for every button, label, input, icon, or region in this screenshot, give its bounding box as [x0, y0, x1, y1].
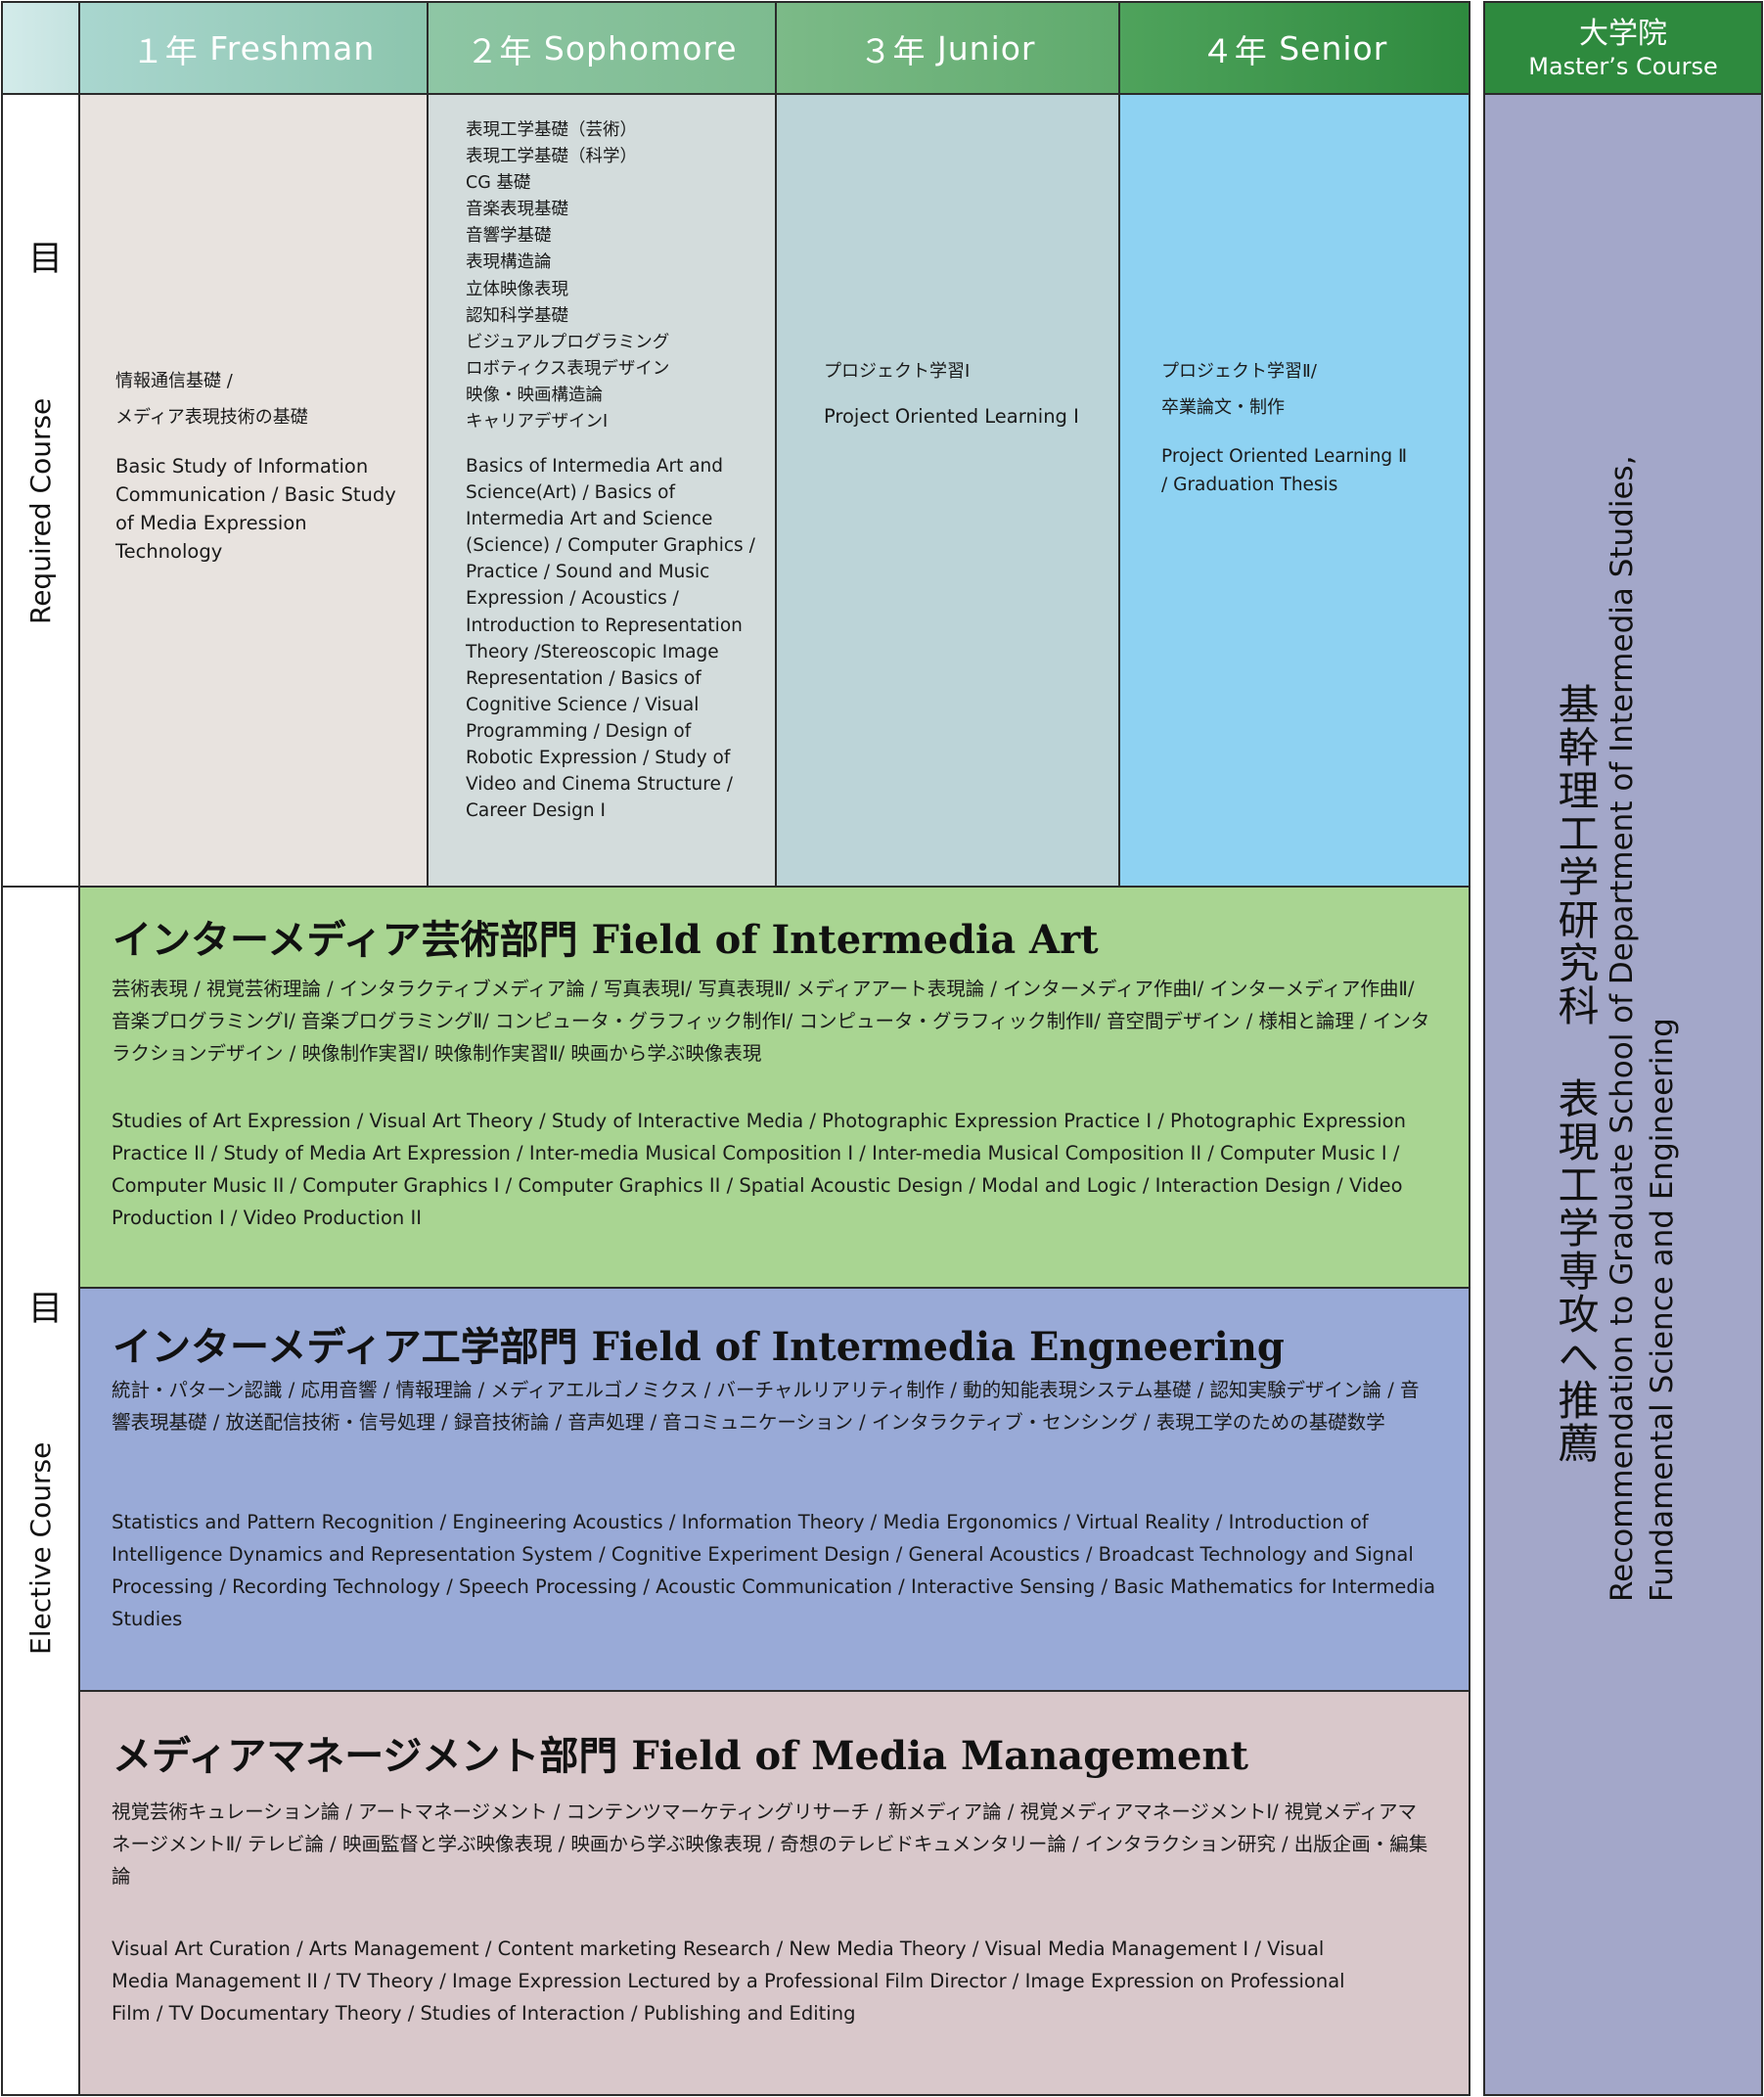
divider [79, 1287, 1470, 1289]
divider [1483, 93, 1763, 95]
header-year-1-jp: １年 [131, 31, 199, 70]
header-year-2: ２年 Sophomore [428, 3, 776, 94]
main-table-border [1, 1, 1470, 2096]
divider [79, 1690, 1470, 1692]
master-course-border [1483, 1, 1763, 2096]
required-year-1-cell: 情報通信基礎 / メディア表現技術の基礎 Basic Study of Info… [79, 94, 428, 887]
required-year-2-en: Basics of Intermedia Art and Science(Art… [466, 456, 755, 822]
required-year-3-jp: プロジェクト学習Ⅰ [824, 358, 1108, 385]
header-year-4-en: Senior [1279, 29, 1388, 68]
field-courses-en: Statistics and Pattern Recognition / Eng… [112, 1511, 1436, 1630]
header-corner [3, 3, 81, 94]
required-year-4-jp: プロジェクト学習Ⅱ/ 卒業論文・制作 [1161, 358, 1455, 421]
course-jp-line: 音響学基礎 [466, 226, 552, 247]
required-year-3-en: Project Oriented Learning I [824, 405, 1079, 428]
field-courses-jp: 視覚芸術キュレーション論 / アートマネージメント / コンテンツマーケティング… [112, 1801, 1428, 1888]
course-jp-line: プロジェクト学習Ⅰ [824, 361, 971, 382]
field-courses-en: Studies of Art Expression / Visual Art T… [112, 1110, 1406, 1229]
required-year-3-cell: プロジェクト学習Ⅰ Project Oriented Learning I [776, 94, 1119, 887]
master-course-title-jp: 大学院 [1579, 17, 1667, 51]
course-jp-line: 映像・映画構造論 [466, 385, 603, 405]
field-intermedia-art: インターメディア芸術部門 Field of Intermedia Art 芸術表… [79, 887, 1470, 1288]
header-year-4-jp: ４年 [1200, 31, 1268, 70]
divider [1118, 1, 1120, 888]
field-title: インターメディア工学部門 Field of Intermedia Engneer… [113, 1324, 1285, 1370]
divider [78, 1, 80, 2096]
divider [427, 1, 429, 888]
course-jp-line: ロボティクス表現デザイン [466, 358, 670, 379]
header-year-2-en: Sophomore [543, 29, 738, 68]
course-jp-line: 卒業論文・制作 [1161, 397, 1285, 418]
header-year-3: ３年 Junior [776, 3, 1119, 94]
divider [775, 1, 777, 888]
required-year-2-cell: 表現工学基礎（芸術） 表現工学基礎（科学） CG 基礎 音楽表現基礎 音響学基礎… [428, 94, 776, 887]
graduate-recommendation-jp: 基幹理工学研究科 表現工学専攻へ推薦 [1552, 683, 1600, 1465]
course-jp-line: ビジュアルプログラミング [466, 332, 670, 352]
field-courses-jp: 芸術表現 / 視覚芸術理論 / インタラクティブメディア論 / 写真表現Ⅰ/ 写… [112, 978, 1430, 1065]
header-year-3-jp: ３年 [859, 31, 927, 70]
field-title: インターメディア芸術部門 Field of Intermedia Art [113, 917, 1099, 963]
divider [1, 93, 1470, 95]
divider [1, 886, 1470, 888]
header-year-1-en: Freshman [209, 29, 376, 68]
required-year-1-jp: 情報通信基礎 / メディア表現技術の基礎 [115, 368, 399, 431]
course-jp-line: キャリアデザインⅠ [466, 412, 609, 433]
course-jp-line: 情報通信基礎 / [115, 371, 233, 391]
elective-label-cell [3, 887, 79, 2094]
field-courses-jp: 統計・パターン認識 / 応用音響 / 情報理論 / メディアエルゴノミクス / … [112, 1379, 1420, 1434]
header-year-4: ４年 Senior [1119, 3, 1470, 94]
field-media-management: メディアマネージメント部門 Field of Media Management … [79, 1691, 1470, 2094]
required-label-cell [3, 94, 79, 887]
course-jp-line: メディア表現技術の基礎 [115, 407, 308, 428]
course-jp-line: 立体映像表現 [466, 279, 568, 299]
master-course-header: 大学院 Master’s Course [1485, 3, 1761, 94]
header-year-3-en: Junior [937, 29, 1036, 68]
master-course-body: 基幹理工学研究科 表現工学専攻へ推薦 Recommendation to Gra… [1485, 94, 1761, 2094]
course-jp-line: 表現工学基礎（科学） [466, 147, 637, 167]
required-year-1-en: Basic Study of Information Communication… [115, 455, 396, 563]
field-title: メディアマネージメント部門 Field of Media Management [113, 1733, 1248, 1779]
course-jp-line: CG 基礎 [466, 173, 531, 194]
required-year-4-en: Project Oriented Learning Ⅱ / Graduation… [1161, 446, 1408, 495]
course-jp-line: 認知科学基礎 [466, 305, 568, 326]
course-jp-line: 表現工学基礎（芸術） [466, 120, 637, 140]
master-course-title-en: Master’s Course [1528, 53, 1718, 80]
required-year-2-jp: 表現工学基礎（芸術） 表現工学基礎（科学） CG 基礎 音楽表現基礎 音響学基礎… [466, 117, 759, 435]
field-courses-en: Visual Art Curation / Arts Management / … [112, 1937, 1345, 2025]
field-intermedia-engineering: インターメディア工学部門 Field of Intermedia Engneer… [79, 1288, 1470, 1691]
course-jp-line: 音楽表現基礎 [466, 200, 568, 220]
course-jp-line: 表現構造論 [466, 252, 552, 273]
header-year-1: １年 Freshman [79, 3, 428, 94]
required-year-4-cell: プロジェクト学習Ⅱ/ 卒業論文・制作 Project Oriented Lear… [1119, 94, 1470, 887]
header-year-2-jp: ２年 [466, 31, 533, 70]
course-jp-line: プロジェクト学習Ⅱ/ [1161, 361, 1317, 382]
